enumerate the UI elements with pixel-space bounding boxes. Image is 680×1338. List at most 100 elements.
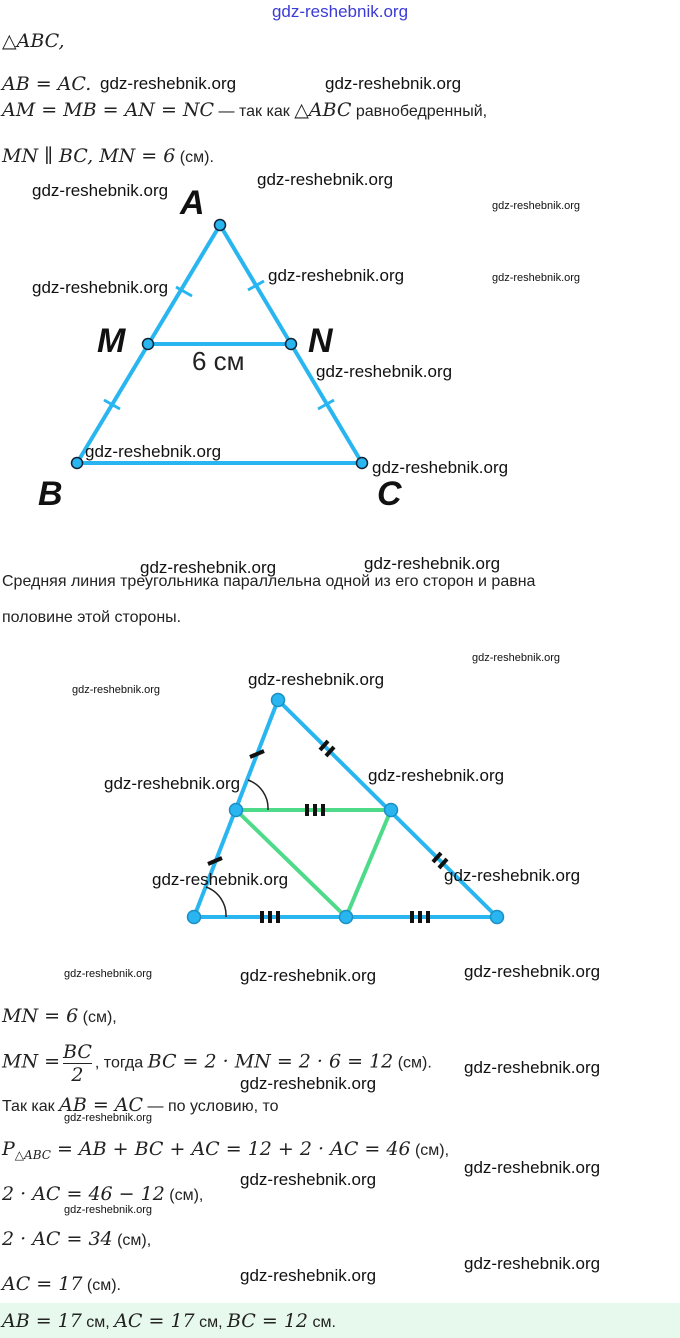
text: , тогда bbox=[94, 1054, 148, 1072]
given-triangle: △ABC, bbox=[2, 30, 65, 52]
math: △ABC bbox=[294, 99, 352, 121]
watermark: gdz-reshebnik.org bbox=[104, 774, 241, 793]
figure2-points bbox=[186, 692, 505, 925]
text: — так как bbox=[214, 103, 295, 120]
watermark: gdz-reshebnik.org bbox=[464, 1058, 601, 1077]
label-b: B bbox=[38, 475, 63, 513]
label-n: N bbox=[308, 322, 334, 360]
denominator: 2 bbox=[71, 1064, 84, 1086]
label-a: A bbox=[179, 184, 205, 222]
solution-step-1: MN = 6 (см), bbox=[2, 1005, 117, 1027]
midline-right bbox=[344, 809, 393, 918]
theorem-line-2: половине этой стороны. bbox=[2, 609, 182, 626]
math: AB = AC bbox=[59, 1094, 144, 1116]
watermark: gdz-reshebnik.org bbox=[240, 1074, 377, 1093]
watermark: gdz-reshebnik.org bbox=[464, 962, 601, 981]
watermark: gdz-reshebnik.org bbox=[472, 652, 561, 664]
watermark: gdz-reshebnik.org bbox=[240, 1170, 377, 1189]
numerator: BC bbox=[63, 1041, 92, 1064]
math: 2 · AC = 46 − 12 bbox=[2, 1183, 165, 1205]
watermark: gdz-reshebnik.org bbox=[240, 966, 377, 985]
watermark: gdz-reshebnik.org bbox=[257, 170, 394, 189]
text: см, bbox=[194, 1314, 227, 1331]
watermark: gdz-reshebnik.org bbox=[85, 442, 222, 461]
watermark: gdz-reshebnik.org bbox=[248, 670, 385, 689]
solution-step-7: AC = 17 (см). bbox=[2, 1273, 121, 1295]
solution-step-6: 2 · AC = 34 (см), bbox=[2, 1228, 151, 1250]
figure1-points bbox=[70, 218, 369, 470]
text: (см). bbox=[82, 1277, 121, 1294]
label-c: C bbox=[377, 475, 402, 513]
theorem-line-1: Средняя линия треугольника параллельна о… bbox=[2, 573, 536, 590]
text: — по условию, то bbox=[143, 1098, 279, 1115]
point-m bbox=[141, 337, 155, 351]
math: 2 · AC = 34 bbox=[2, 1228, 113, 1250]
math: AC = 17 bbox=[114, 1310, 195, 1332]
watermark: gdz-reshebnik.org bbox=[64, 1112, 153, 1124]
watermark: gdz-reshebnik.org bbox=[64, 968, 153, 980]
text: равнобедренный, bbox=[351, 103, 488, 120]
math: MN = bbox=[2, 1050, 61, 1073]
watermark: gdz-reshebnik.org bbox=[64, 1204, 153, 1216]
text: (см), bbox=[164, 1187, 204, 1204]
watermark: gdz-reshebnik.org bbox=[316, 362, 453, 381]
watermark: gdz-reshebnik.org bbox=[492, 272, 581, 284]
watermark: gdz-reshebnik.org bbox=[268, 266, 405, 285]
solution-step-4: P△ABC = AB + BC + AC = 12 + 2 · AC = 46 … bbox=[2, 1138, 449, 1162]
point-b bbox=[70, 456, 84, 470]
watermark: gdz-reshebnik.org bbox=[240, 1266, 377, 1285]
point-n bbox=[284, 337, 298, 351]
solution-step-5: 2 · AC = 46 − 12 (см), bbox=[2, 1183, 203, 1205]
watermark: gdz-reshebnik.org bbox=[464, 1254, 601, 1273]
text: см, bbox=[81, 1314, 115, 1331]
math: AC = 17 bbox=[2, 1273, 83, 1295]
tick bbox=[103, 398, 121, 411]
text: (см). bbox=[175, 149, 214, 166]
math: △ABC, bbox=[2, 30, 65, 52]
text: см. bbox=[308, 1314, 336, 1331]
text: (см), bbox=[112, 1232, 152, 1249]
math: = AB + BC + AC = 12 + 2 · AC = 46 bbox=[50, 1138, 411, 1160]
watermark: gdz-reshebnik.org bbox=[72, 684, 161, 696]
tick bbox=[175, 285, 193, 298]
answer-box: AB = 17 см, AC = 17 см, BC = 12 см. bbox=[0, 1303, 680, 1338]
math: MN = 6 bbox=[2, 1005, 79, 1027]
watermark: gdz-reshebnik.org bbox=[32, 181, 169, 200]
watermark: gdz-reshebnik.org bbox=[372, 458, 509, 477]
tick bbox=[247, 279, 265, 292]
subscript: △ABC bbox=[14, 1148, 51, 1163]
given-midpoints: AM = MB = AN = NC — так как △ABC равнобе… bbox=[2, 99, 487, 121]
text: (см), bbox=[410, 1142, 450, 1159]
watermark: gdz-reshebnik.org bbox=[152, 870, 289, 889]
math: AM = MB = AN = NC bbox=[2, 99, 215, 121]
mn-length-label: 6 см bbox=[192, 346, 245, 376]
watermark: gdz-reshebnik.org bbox=[464, 1158, 601, 1177]
watermark: gdz-reshebnik.org bbox=[368, 766, 505, 785]
text: (см). bbox=[393, 1054, 432, 1072]
label-m: M bbox=[97, 322, 126, 360]
tick-marks bbox=[207, 739, 449, 923]
tick bbox=[317, 398, 335, 411]
watermark: gdz-reshebnik.org bbox=[364, 554, 501, 573]
math: MN ∥ BC, MN = 6 bbox=[2, 145, 176, 167]
watermark: gdz-reshebnik.org bbox=[492, 200, 581, 212]
answer-line: AB = 17 см, AC = 17 см, BC = 12 см. bbox=[2, 1310, 336, 1332]
watermark: gdz-reshebnik.org bbox=[140, 558, 277, 577]
watermark: gdz-reshebnik.org bbox=[444, 866, 581, 885]
solution-step-3: Так как AB = AC — по условию, то bbox=[2, 1094, 279, 1116]
text: (см), bbox=[78, 1009, 117, 1026]
math: P bbox=[2, 1138, 15, 1160]
math: BC = 12 bbox=[226, 1310, 309, 1332]
math: BC = 2 · MN = 2 · 6 = 12 bbox=[147, 1050, 394, 1073]
math: AB = AC. bbox=[2, 73, 92, 95]
watermark: gdz-reshebnik.org bbox=[325, 74, 462, 93]
angle-arc bbox=[247, 779, 269, 811]
point-a bbox=[213, 218, 227, 232]
math: AB = 17 bbox=[2, 1310, 82, 1332]
header-watermark[interactable]: gdz-reshebnik.org bbox=[271, 2, 409, 21]
given-equal-sides: AB = AC. bbox=[2, 73, 91, 95]
